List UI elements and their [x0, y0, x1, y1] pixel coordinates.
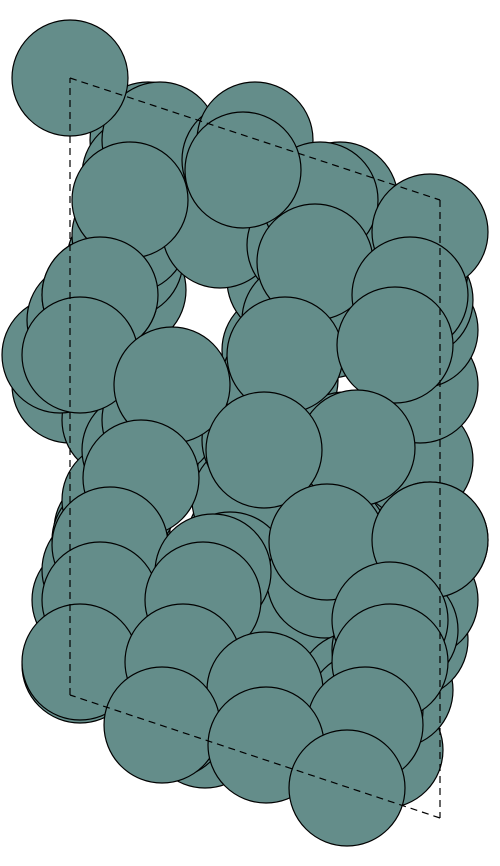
atom: [184, 111, 302, 229]
atom: [288, 729, 406, 847]
cell-edge-bottom: [69, 694, 441, 819]
atom: [205, 391, 323, 509]
unit-cell-outline: [69, 77, 441, 819]
cell-edge-top: [69, 77, 441, 201]
atom-layer: [1, 19, 489, 847]
atom: [336, 286, 454, 404]
